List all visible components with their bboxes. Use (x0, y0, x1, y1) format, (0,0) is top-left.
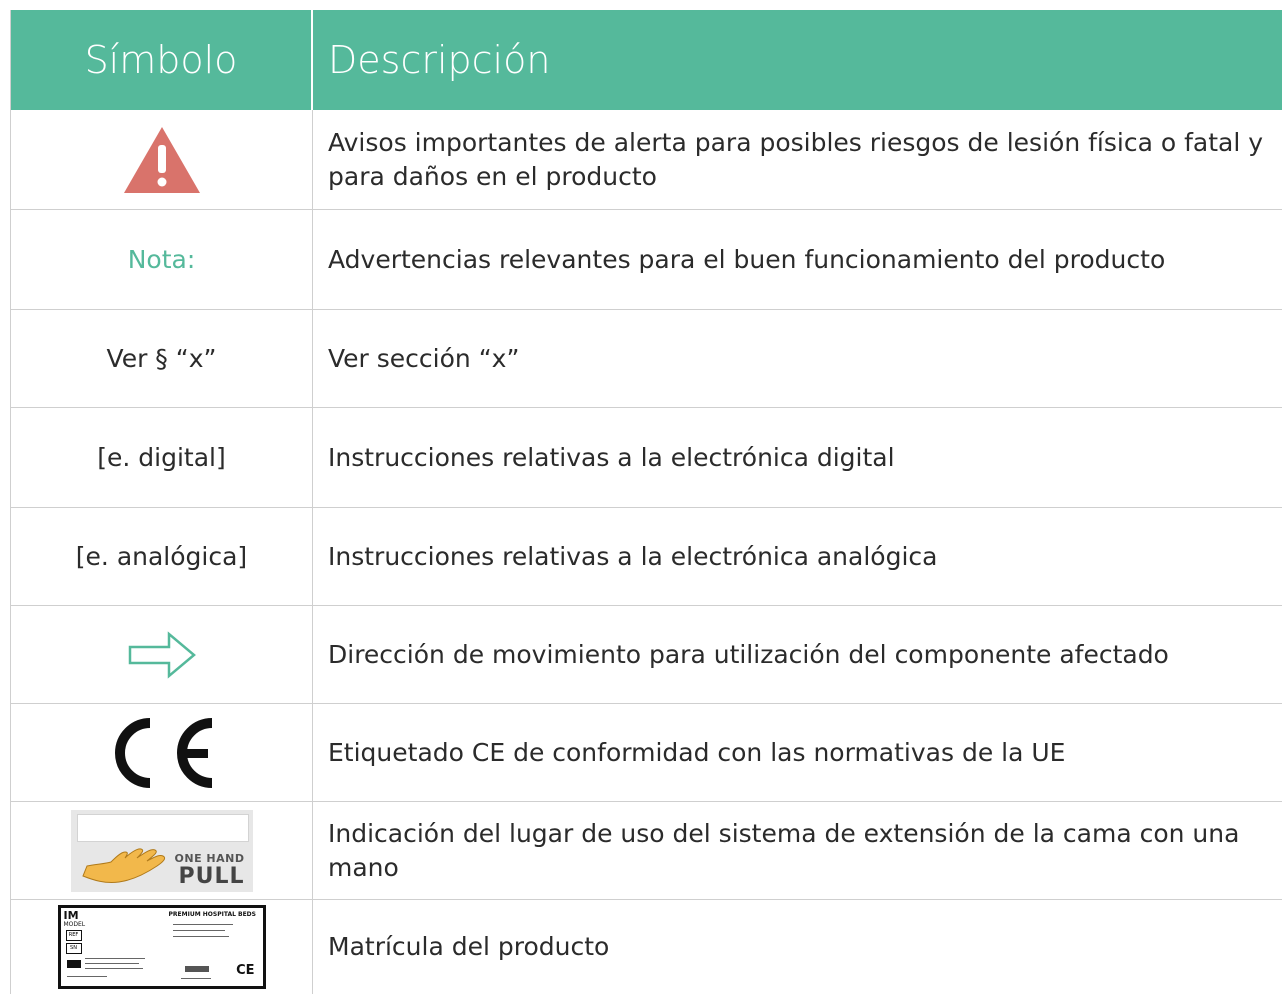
plate-sn-box: SN (65, 943, 82, 954)
description-text: Avisos importantes de alerta para posibl… (328, 127, 1264, 191)
plate-logo: IM (63, 909, 79, 922)
table-row: ONE HAND PULL Indicación del lugar de us… (11, 802, 1282, 900)
symbol-text: [e. digital] (97, 443, 226, 472)
table-row: Nota: Advertencias relevantes para el bu… (11, 210, 1282, 310)
product-plate-label: IM MODEL REF SN PREMIUM HOSPITAL BEDS CE (57, 905, 266, 989)
description-text: Etiquetado CE de conformidad con las nor… (328, 737, 1066, 767)
description-cell: Indicación del lugar de uso del sistema … (313, 802, 1282, 899)
plate-text-line (84, 968, 143, 969)
symbol-cell: Nota: (11, 210, 313, 309)
symbol-cell: [e. analógica] (11, 508, 313, 605)
symbol-cell (11, 606, 313, 703)
manufacturer-icon (66, 960, 81, 968)
table-row: IM MODEL REF SN PREMIUM HOSPITAL BEDS CE… (11, 900, 1282, 994)
header-symbol-label: Símbolo (84, 38, 238, 82)
hand-icon (81, 847, 165, 883)
symbol-text: Ver § “x” (106, 344, 217, 373)
plate-ce-mark: CE (236, 963, 255, 978)
description-cell: Etiquetado CE de conformidad con las nor… (313, 704, 1282, 801)
plate-text-line (180, 978, 211, 979)
description-text: Instrucciones relativas a la electrónica… (328, 541, 938, 571)
label-strip (76, 813, 249, 842)
symbols-table: Símbolo Descripción Avisos importantes d… (10, 10, 1282, 994)
symbol-text: [e. analógica] (75, 542, 248, 571)
table-row: Dirección de movimiento para utilización… (11, 606, 1282, 704)
plate-title: PREMIUM HOSPITAL BEDS (168, 911, 256, 918)
one-hand-pull-label: ONE HAND PULL (70, 809, 253, 892)
header-description-label: Descripción (328, 38, 551, 82)
table-row: Avisos importantes de alerta para posibl… (11, 110, 1282, 210)
description-cell: Instrucciones relativas a la electrónica… (313, 508, 1282, 605)
table-row: Etiquetado CE de conformidad con las nor… (11, 704, 1282, 802)
table-row: [e. analógica] Instrucciones relativas a… (11, 508, 1282, 606)
warning-triangle-icon (123, 126, 200, 193)
description-cell: Avisos importantes de alerta para posibl… (313, 110, 1282, 209)
table-header: Símbolo Descripción (11, 10, 1282, 110)
plate-ref-box: REF (65, 930, 82, 941)
symbol-cell: Ver § “x” (11, 310, 313, 407)
plate-text-line (172, 930, 225, 931)
description-text: Instrucciones relativas a la electrónica… (328, 442, 895, 472)
description-cell: Advertencias relevantes para el buen fun… (313, 210, 1282, 309)
arrow-right-outline-icon (128, 630, 196, 679)
symbol-cell (11, 704, 313, 801)
description-cell: Ver sección “x” (313, 310, 1282, 407)
plate-symbol-group (184, 966, 209, 972)
symbol-cell: [e. digital] (11, 408, 313, 507)
label-big-text: PULL (178, 863, 245, 889)
description-cell: Instrucciones relativas a la electrónica… (313, 408, 1282, 507)
description-text: Matrícula del producto (328, 932, 610, 961)
description-text: Dirección de movimiento para utilización… (328, 639, 1169, 669)
symbol-cell (11, 110, 313, 209)
description-text: Advertencias relevantes para el buen fun… (328, 244, 1166, 274)
description-text: Indicación del lugar de uso del sistema … (328, 818, 1240, 882)
description-text: Ver sección “x” (328, 343, 520, 373)
symbol-cell: ONE HAND PULL (11, 802, 313, 899)
plate-text-line (66, 976, 107, 977)
table-row: Ver § “x” Ver sección “x” (11, 310, 1282, 408)
ce-mark-icon (114, 717, 212, 788)
header-description-cell: Descripción (313, 10, 1282, 110)
table-row: [e. digital] Instrucciones relativas a l… (11, 408, 1282, 508)
label-small-text: ONE HAND (174, 851, 245, 865)
symbol-text: Nota: (127, 245, 196, 274)
plate-text-line (84, 958, 145, 959)
description-cell: Matrícula del producto (313, 900, 1282, 994)
plate-model-label: MODEL (63, 921, 86, 928)
symbol-cell: IM MODEL REF SN PREMIUM HOSPITAL BEDS CE (11, 900, 313, 994)
plate-text-line (172, 936, 229, 937)
description-cell: Dirección de movimiento para utilización… (313, 606, 1282, 703)
plate-text-line (84, 963, 139, 964)
header-symbol-cell: Símbolo (11, 10, 313, 110)
plate-text-line (172, 924, 233, 925)
